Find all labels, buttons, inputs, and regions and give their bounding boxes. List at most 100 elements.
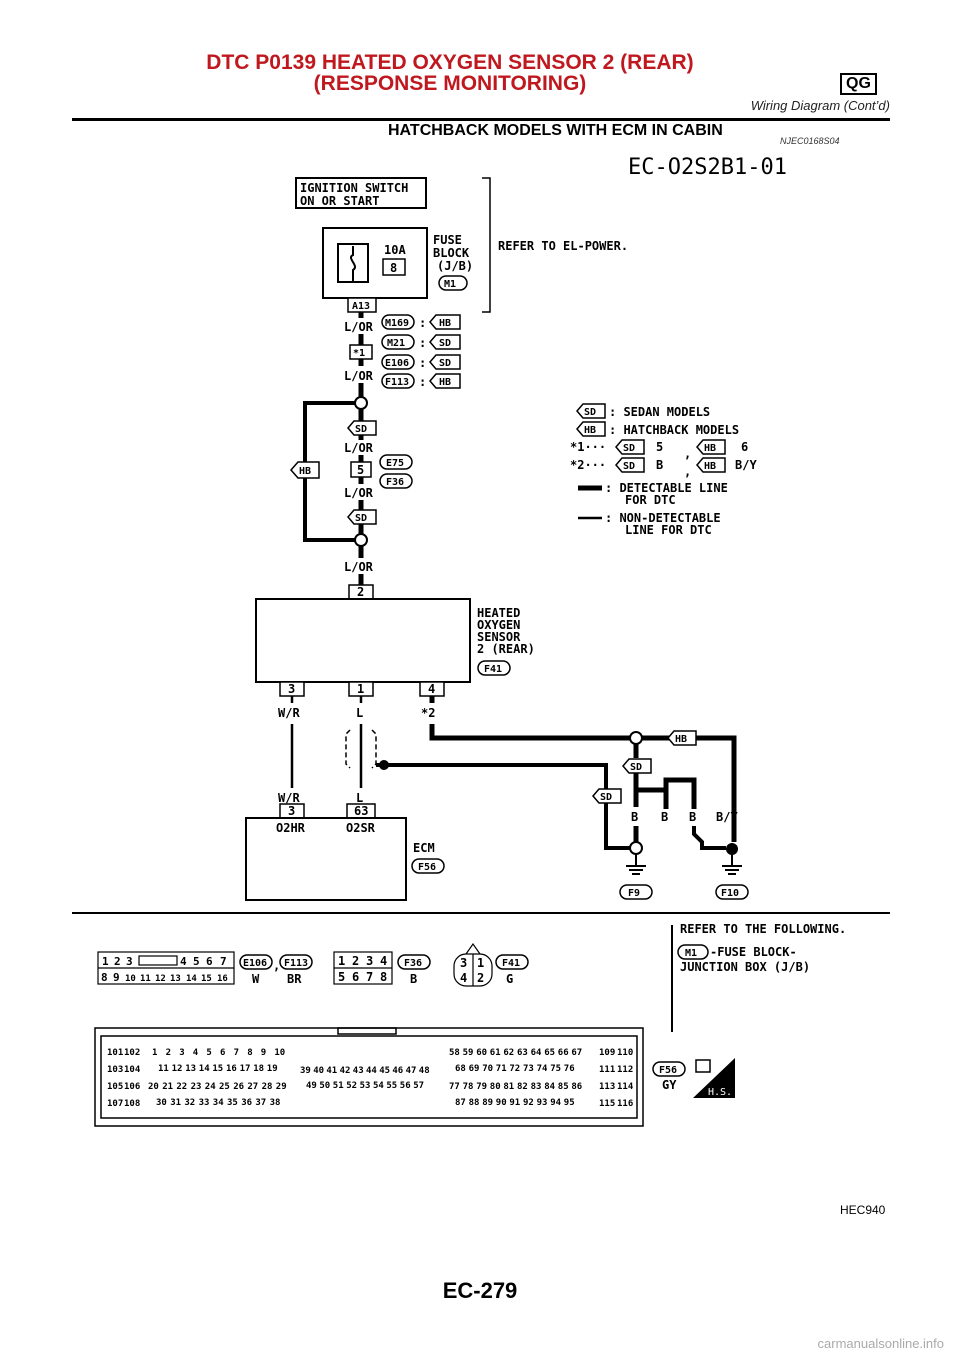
ecm-pin-label: 30 (156, 1098, 167, 1108)
ecm-pin-label: 26 (233, 1082, 244, 1092)
ecm-pin-label: 114 (617, 1082, 634, 1092)
connector-f36-face (333, 951, 393, 985)
svg-text:9: 9 (113, 971, 120, 984)
legend-star2-sd-label: SD (623, 461, 635, 472)
ground-f10-icon (722, 855, 742, 875)
ecm-pin-label: 48 (419, 1066, 430, 1076)
ecm-pin-label: 103 (107, 1065, 123, 1075)
svg-text:6: 6 (352, 970, 359, 984)
ecm-pin-label: 69 (469, 1064, 480, 1074)
fuse-block-label3: (J/B) (437, 259, 473, 273)
legend-hb: : HATCHBACK MODELS (609, 423, 739, 437)
ecm-pin3: 3 (288, 804, 295, 818)
legend-detect-1: : DETECTABLE LINE (605, 481, 728, 495)
ground-f10-box (715, 884, 749, 900)
ecm-pin-label: 14 (199, 1064, 210, 1074)
wire-label-lor-1: L/OR (344, 320, 374, 334)
legend-star2-sd (615, 457, 645, 473)
sd-tag-2-label: SD (439, 358, 451, 369)
ecm-pin-label: 33 (199, 1098, 210, 1108)
legend-star2-hb-label: HB (704, 461, 716, 472)
ecm-pin-label: 104 (124, 1065, 141, 1075)
ecm-pin-label: 66 (558, 1048, 569, 1058)
ecm-conn: F56 (418, 862, 436, 873)
ecm-pin-label: 63 (517, 1048, 528, 1058)
ecm-pin63: 63 (354, 804, 368, 818)
sd-tag-wire-label: SD (630, 762, 642, 773)
ecm-conn-name: F56 (659, 1065, 677, 1076)
refer-conn: M1 (685, 948, 697, 959)
wire-shield-down (604, 803, 630, 850)
c3-color: G (506, 972, 513, 986)
wire-label-lor-2: L/OR (344, 369, 374, 383)
wire-b3-down (692, 826, 726, 850)
c1-name2-box (279, 954, 313, 970)
svg-text:11: 11 (140, 974, 151, 984)
wire-star2-2 (429, 724, 737, 842)
ecm-pin-label: 51 (333, 1081, 344, 1091)
legend-sd-tag-label: SD (584, 407, 596, 418)
legend-star2-comma: , (684, 465, 691, 479)
svg-text:16: 16 (217, 974, 228, 984)
ecm-pin-label: 32 (184, 1098, 195, 1108)
ecm-pin-label: 108 (124, 1099, 140, 1109)
ecm-pin-label: 1 (152, 1048, 157, 1058)
legend-star1-hb (696, 439, 726, 455)
ecm-conn-box (411, 858, 445, 874)
ecm-pin-label: 13 (185, 1064, 196, 1074)
legend-nondetect-2: LINE FOR DTC (625, 523, 712, 537)
hb-tag-wire (667, 730, 697, 746)
svg-text:2: 2 (352, 954, 359, 968)
ecm-pin-label: 83 (531, 1082, 542, 1092)
svg-text:7: 7 (220, 955, 227, 968)
ecm-pin-label: 80 (490, 1082, 501, 1092)
fuse-block-label1: FUSE (433, 233, 462, 247)
header-title-line1: DTC P0139 HEATED OXYGEN SENSOR 2 (REAR) (206, 51, 694, 74)
ecm-pin-label: 105 (107, 1082, 123, 1092)
ecm-pin-label: 111 (599, 1065, 615, 1075)
pin5-label: 5 (357, 463, 364, 477)
hb-tag-loop-label: HB (299, 466, 311, 477)
ecm-pin-label: 20 (148, 1082, 159, 1092)
ecm-pin-label: 3 (179, 1048, 184, 1058)
figure-id: HEC940 (840, 1203, 886, 1217)
joint-m21: M21 (387, 338, 405, 349)
conn-a13: A13 (352, 301, 370, 312)
sensor-pin3: 3 (288, 682, 295, 696)
ecm-pin-label: 64 (531, 1048, 542, 1058)
sd-tag-shield (592, 788, 622, 804)
ecm-pin-label: 81 (503, 1082, 514, 1092)
wire-label-b-2: B (661, 810, 668, 824)
sd-tag-4-label: SD (355, 513, 367, 524)
f36-box (379, 473, 413, 489)
sensor-name-3: SENSOR (477, 630, 521, 644)
refer-conn-box (677, 944, 709, 960)
connector-e106-face (97, 951, 235, 985)
ecm-pin-label: 7 (234, 1048, 239, 1058)
ecm-pin-label: 61 (490, 1048, 501, 1058)
c2-name: F36 (404, 958, 422, 969)
splice-ground-1 (629, 731, 643, 745)
ecm-box (245, 817, 407, 901)
ecm-pin-label: 40 (313, 1066, 324, 1076)
fuse-number: 8 (390, 261, 397, 275)
ecm-pin-label: 57 (413, 1081, 424, 1091)
wire-b-loop (636, 777, 697, 809)
svg-text:5: 5 (338, 970, 345, 984)
wire-label-b-3: B (689, 810, 696, 824)
legend-star1-hb-label: HB (704, 443, 716, 454)
ecm-pin-label: 77 (449, 1082, 460, 1092)
svg-text:12: 12 (155, 974, 166, 984)
ecm-pin-label: 42 (340, 1066, 351, 1076)
sd-tag-1-label: SD (439, 338, 451, 349)
ground-f9-point (629, 841, 643, 855)
joint-colon-4: : (419, 375, 426, 389)
splice-top (354, 396, 368, 410)
svg-text:1: 1 (477, 956, 484, 970)
joint-m21-box (381, 334, 415, 350)
ecm-pin-label: 73 (523, 1064, 534, 1074)
ecm-pin-label: 17 (240, 1064, 251, 1074)
c2-name-box (397, 954, 431, 970)
ecm-pin-label: 110 (617, 1048, 633, 1058)
